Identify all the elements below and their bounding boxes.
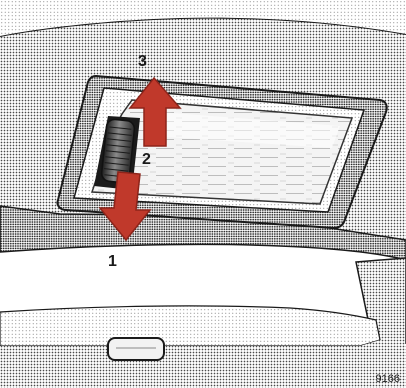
visor-clip xyxy=(108,338,164,360)
dash-panel xyxy=(0,306,380,346)
figure-number: 9166 xyxy=(376,373,400,385)
label-position-1: 1 xyxy=(108,253,117,270)
label-position-3: 3 xyxy=(138,53,147,70)
dash-lower xyxy=(0,340,406,388)
label-position-2: 2 xyxy=(142,151,151,168)
